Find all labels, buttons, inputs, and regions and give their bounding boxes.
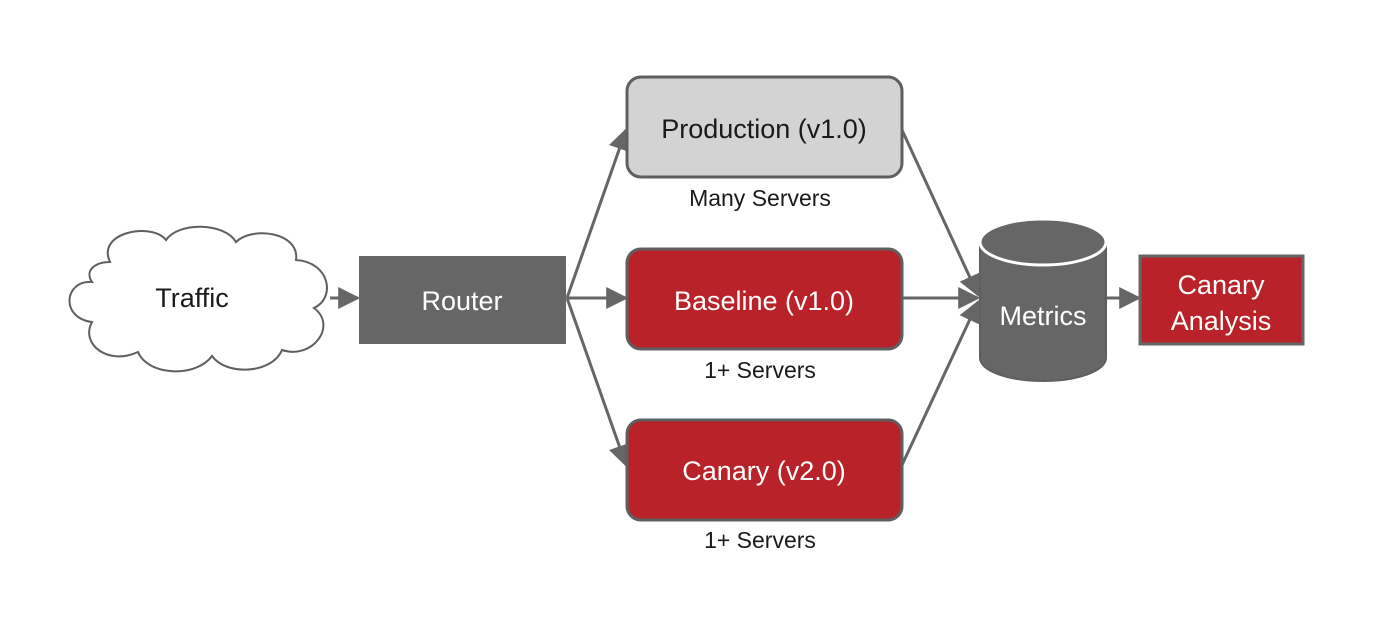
connectors <box>330 127 1142 468</box>
router-node: Router <box>359 256 566 344</box>
traffic-cloud: Traffic <box>68 225 328 373</box>
router-box <box>359 256 566 344</box>
database-icon <box>979 241 1107 382</box>
arrow-router-to-production <box>565 127 630 299</box>
production-node: Production (v1.0) Many Servers <box>625 75 904 211</box>
production-caption: Many Servers <box>689 185 831 211</box>
baseline-box <box>625 247 904 351</box>
canary-node: Canary (v2.0) 1+ Servers <box>625 418 904 553</box>
baseline-node: Baseline (v1.0) 1+ Servers <box>625 247 904 383</box>
cloud-icon <box>68 225 328 373</box>
production-box <box>625 75 904 179</box>
database-top <box>978 217 1108 267</box>
baseline-caption: 1+ Servers <box>704 357 816 383</box>
arrow-canary-to-metrics <box>900 300 980 466</box>
traffic-label: Traffic <box>155 283 229 313</box>
canary-analysis-box <box>1138 254 1305 346</box>
canary-label: Canary (v2.0) <box>682 456 846 486</box>
canary-caption: 1+ Servers <box>704 527 816 553</box>
arrow-production-to-metrics <box>900 129 980 297</box>
metrics-label: Metrics <box>1000 301 1087 331</box>
production-label: Production (v1.0) <box>661 114 867 144</box>
canary-analysis-node: Canary Analysis <box>1138 254 1305 346</box>
arrow-router-to-canary <box>565 297 630 468</box>
baseline-label: Baseline (v1.0) <box>674 286 854 316</box>
metrics-node: Metrics <box>978 217 1108 382</box>
canary-analysis-label-line1: Canary <box>1177 270 1265 300</box>
canary-analysis-label-line2: Analysis <box>1171 306 1272 336</box>
router-label: Router <box>421 286 502 316</box>
canary-box <box>625 418 904 522</box>
